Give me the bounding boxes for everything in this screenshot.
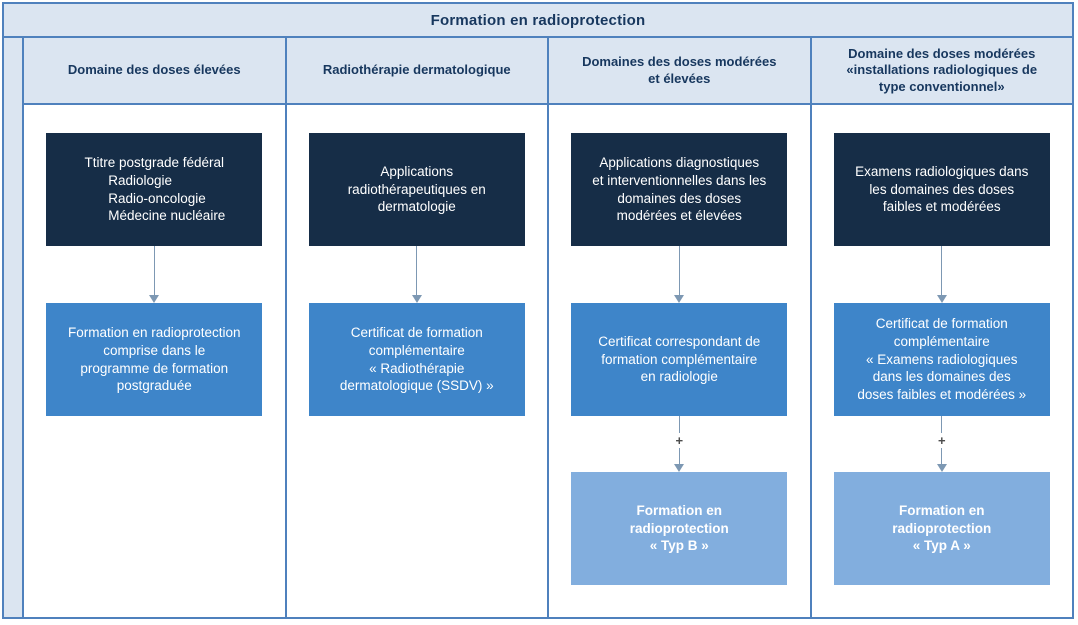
column-radiotherapie-dermatologique: Radiothérapie dermatologique Application… — [284, 38, 547, 617]
mid-box: Certificat de formation complémentaire «… — [833, 303, 1050, 416]
title-bar: Formation en radioprotection — [4, 4, 1072, 38]
column-body: Examens radiologiques dans les domaines … — [811, 105, 1072, 617]
dark-box: Applications radiothérapeutiques en derm… — [308, 133, 525, 246]
arrow-down-icon — [149, 246, 160, 303]
dark-box-item: Médecine nucléaire — [108, 208, 226, 224]
arrow-down-icon — [936, 246, 947, 303]
mid-box: Certificat correspondant de formation co… — [571, 303, 788, 416]
columns-container: Domaine des doses élevées Ttitre postgra… — [4, 38, 1072, 617]
column-body: Applications radiothérapeutiques en derm… — [286, 105, 547, 617]
arrow-down-icon — [674, 246, 685, 303]
column-header: Domaine des doses élevées — [24, 38, 285, 105]
plus-icon: + — [937, 432, 946, 448]
page-title: Formation en radioprotection — [430, 11, 646, 29]
plus-icon: + — [675, 432, 684, 448]
mid-box: Certificat de formation complémentaire «… — [308, 303, 525, 416]
left-spacer-column — [4, 38, 22, 617]
dark-box-item: Radiologie — [108, 172, 173, 188]
dark-box: Ttitre postgrade fédéral Radiologie Radi… — [46, 133, 263, 246]
column-header: Radiothérapie dermatologique — [286, 38, 547, 105]
column-doses-moderees-conventionnel: Domaine des doses modérées «installation… — [809, 38, 1072, 617]
plus-arrow-down-icon: + — [674, 416, 685, 472]
column-body: Applications diagnostiques et interventi… — [549, 105, 810, 617]
column-header: Domaines des doses modérées et élevées — [549, 38, 810, 105]
dark-box: Applications diagnostiques et interventi… — [571, 133, 788, 246]
mid-box: Formation en radioprotection comprise da… — [46, 303, 263, 416]
plus-arrow-down-icon: + — [936, 416, 947, 472]
dark-box-item-list: Radiologie Radio-oncologie Médecine nucl… — [108, 172, 225, 226]
arrow-down-icon — [411, 246, 422, 303]
dark-box: Examens radiologiques dans les domaines … — [833, 133, 1050, 246]
bottom-box: Formation en radioprotection « Typ B » — [571, 472, 788, 585]
column-body: Ttitre postgrade fédéral Radiologie Radi… — [24, 105, 285, 617]
column-header: Domaine des doses modérées «installation… — [811, 38, 1072, 105]
dark-box-title: Ttitre postgrade fédéral — [84, 154, 225, 170]
dark-box-item: Radio-oncologie — [108, 190, 206, 206]
bottom-box: Formation en radioprotection « Typ A » — [833, 472, 1050, 585]
column-doses-elevees: Domaine des doses élevées Ttitre postgra… — [22, 38, 285, 617]
column-doses-moderees-elevees: Domaines des doses modérées et élevées A… — [547, 38, 810, 617]
